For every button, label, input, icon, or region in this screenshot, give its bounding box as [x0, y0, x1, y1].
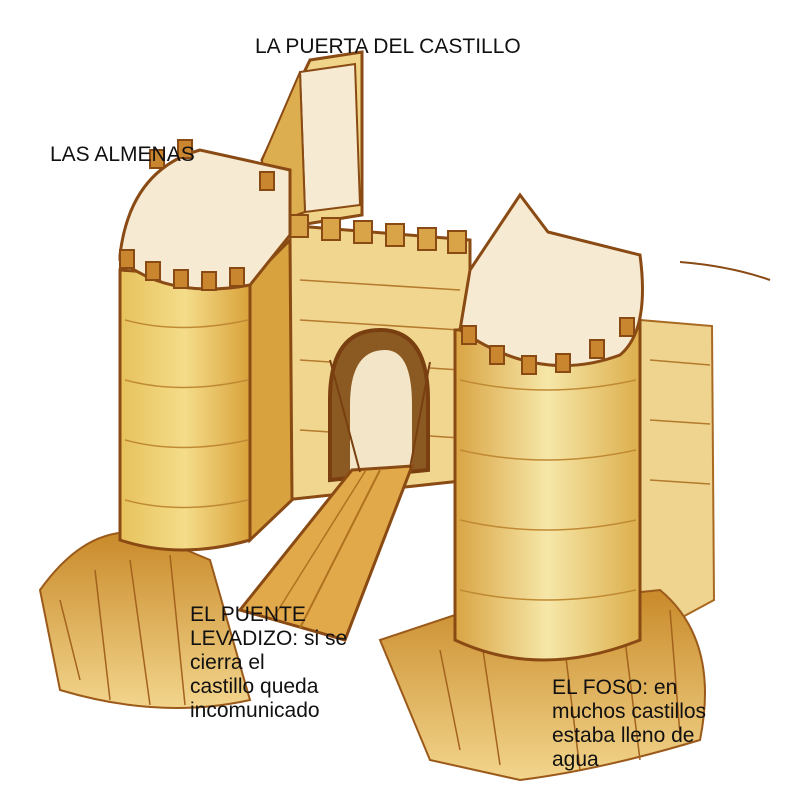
- moat-label-line: agua: [552, 748, 599, 771]
- moat-label-line: muchos castillos: [552, 700, 707, 723]
- gate-wall: [283, 214, 472, 502]
- battlements-label: LAS ALMENAS: [50, 143, 195, 166]
- drawbridge-label-line: cierra el: [190, 651, 265, 674]
- moat-label-line: EL FOSO: en: [552, 676, 678, 699]
- drawbridge: [237, 359, 431, 642]
- moat-label: EL FOSO: en muchos castillos estaba llen…: [552, 676, 782, 772]
- drawbridge-label-line: castillo queda: [190, 675, 319, 698]
- right-tower-roof: [458, 192, 644, 368]
- wall-battlements: [289, 214, 467, 254]
- drawbridge-label: EL PUENTE LEVADIZO: si se cierra el cast…: [190, 603, 405, 723]
- right-tower-battlements: [461, 317, 635, 375]
- left-tower-battlements: [119, 139, 275, 291]
- drawbridge-label-line: incomunicado: [190, 699, 320, 722]
- gate-label: LA PUERTA DEL CASTILLO: [255, 35, 521, 58]
- left-tower: [118, 139, 294, 552]
- right-tower: [453, 192, 644, 662]
- drawbridge-label-line: EL PUENTE: [190, 603, 306, 626]
- drawbridge-label-line: LEVADIZO: si se: [190, 627, 348, 650]
- moat-label-line: estaba lleno de: [552, 724, 695, 747]
